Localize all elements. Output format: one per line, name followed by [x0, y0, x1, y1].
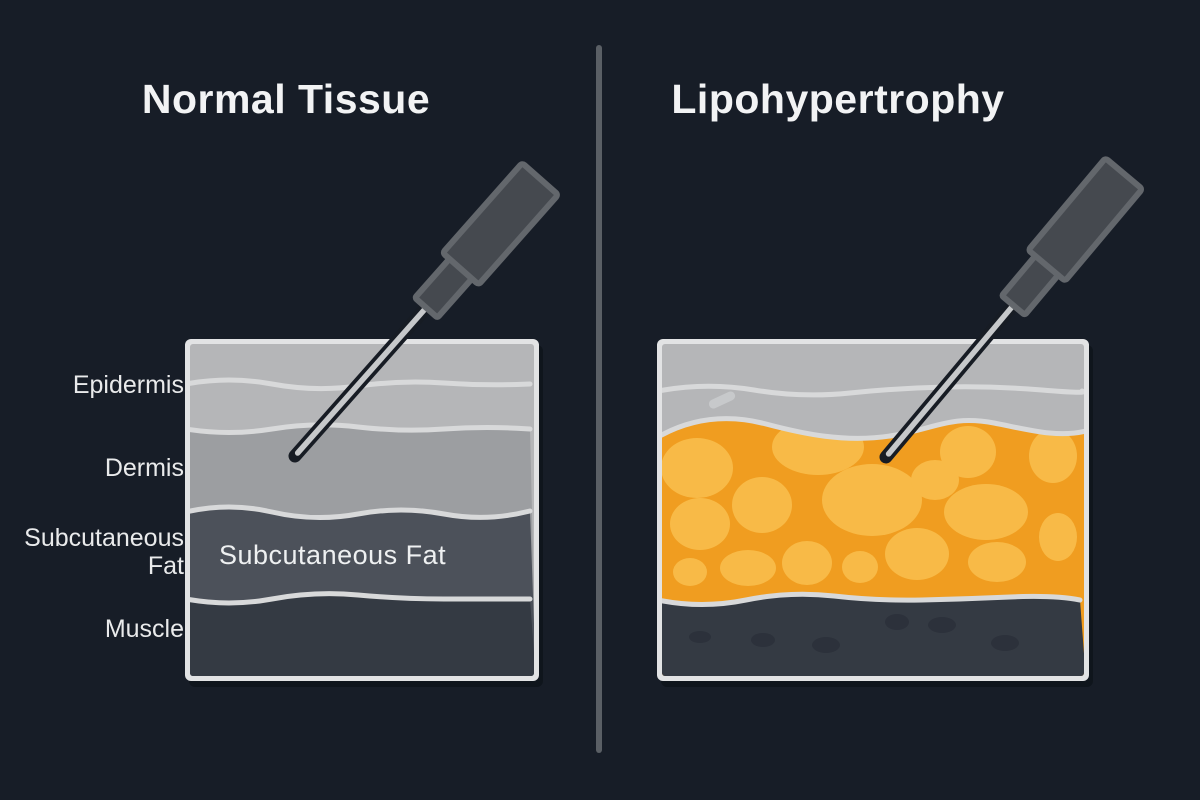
muscle-texture-spots — [689, 614, 1019, 653]
label-subcutaneous-fat: Subcutaneous Fat — [24, 524, 184, 580]
muscle-layer — [190, 593, 534, 676]
syringe-right — [879, 156, 1144, 464]
syringe-barrel — [440, 161, 560, 287]
panel-divider — [596, 45, 602, 753]
lipohypertrophy-block — [657, 339, 1089, 681]
right-panel-title: Lipohypertrophy — [671, 76, 1005, 122]
needle-shaft — [885, 297, 1021, 457]
label-epidermis: Epidermis — [72, 371, 184, 399]
normal-tissue-block — [185, 339, 539, 681]
label-dermis: Dermis — [104, 454, 184, 482]
syringe-left — [288, 161, 560, 463]
skin-wavy-line — [662, 383, 1084, 398]
needle-shaft — [294, 299, 434, 456]
left-panel-title: Normal Tissue — [141, 76, 431, 122]
label-muscle: Muscle — [104, 615, 184, 643]
right-boundary-lines — [662, 416, 1084, 607]
skin-highlight-dash — [708, 391, 736, 409]
subcutaneous-fat-inner-label: Subcutaneous Fat — [219, 540, 447, 570]
muscle-layer-right — [662, 594, 1084, 676]
syringe-barrel — [1026, 156, 1144, 283]
